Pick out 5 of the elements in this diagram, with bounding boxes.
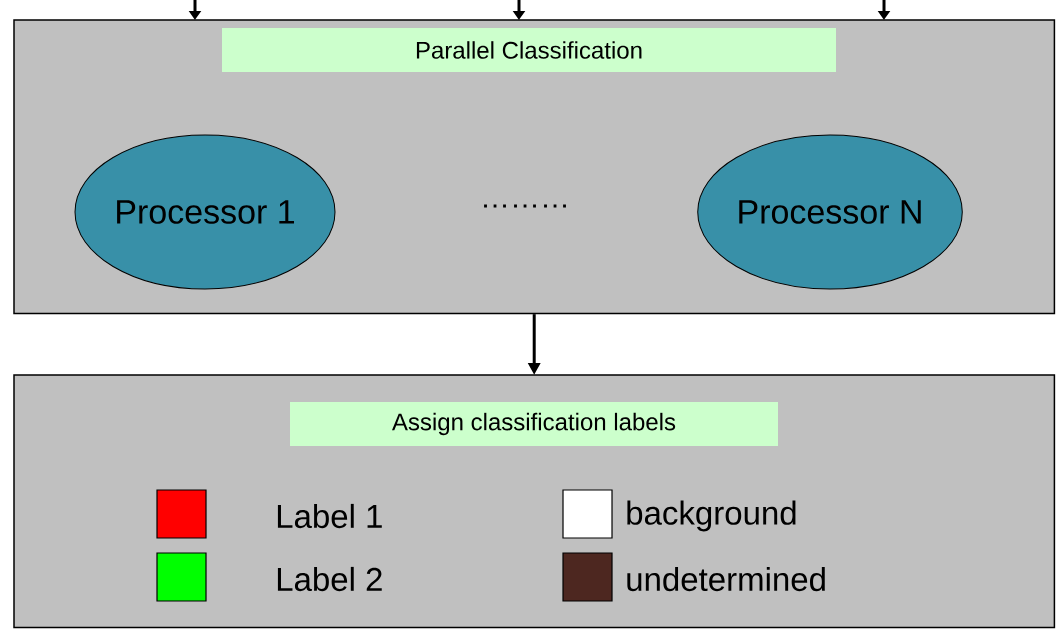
legend-label: Label 2 xyxy=(277,566,382,592)
legend-label: background xyxy=(627,500,796,532)
legend-label: undetermined xyxy=(627,566,825,592)
legend-label: Label 1 xyxy=(277,503,382,529)
ellipsis-text: ……… xyxy=(484,204,566,208)
